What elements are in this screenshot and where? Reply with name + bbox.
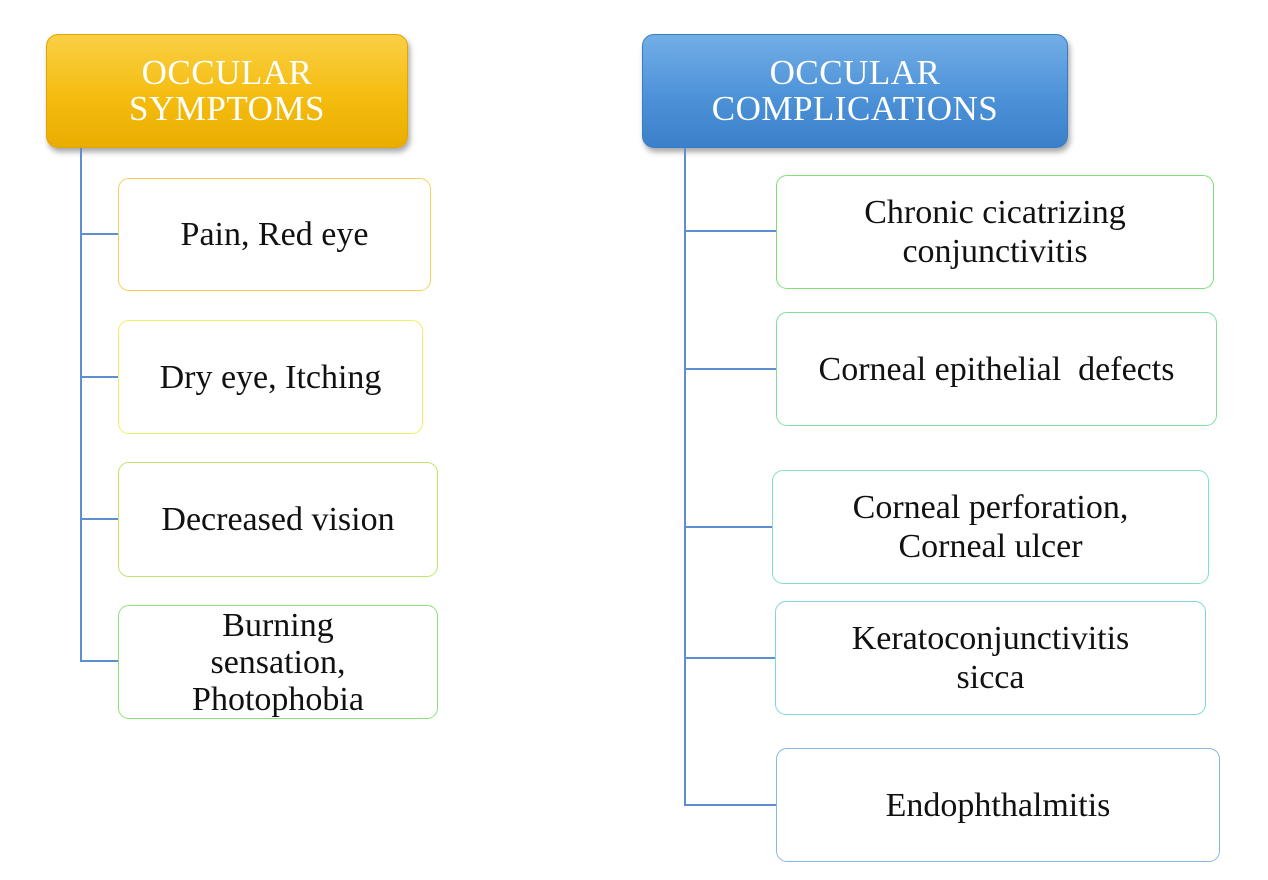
complication-box: Keratoconjunctivitis sicca xyxy=(775,601,1206,715)
complication-box: Corneal epithelial defects xyxy=(776,312,1217,426)
complication-label: Keratoconjunctivitis sicca xyxy=(851,620,1130,696)
symptom-box: Dry eye, Itching xyxy=(118,320,423,434)
symptom-label: Dry eye, Itching xyxy=(159,358,382,396)
complications-branch-line xyxy=(684,657,776,659)
complication-box: Endophthalmitis xyxy=(776,748,1220,862)
symptom-label: Burning sensation, Photophobia xyxy=(192,606,364,718)
complications-header: OCCULAR COMPLICATIONS xyxy=(642,34,1068,148)
complications-branch-line xyxy=(684,230,778,232)
complication-label: Corneal perforation, Corneal ulcer xyxy=(852,489,1129,565)
symptom-label: Pain, Red eye xyxy=(180,216,369,253)
symptoms-branch-line xyxy=(80,518,120,520)
symptoms-header: OCCULAR SYMPTOMS xyxy=(46,34,408,148)
symptom-box: Burning sensation, Photophobia xyxy=(118,605,438,719)
symptoms-branch-line xyxy=(80,233,120,235)
complication-box: Chronic cicatrizing conjunctivitis xyxy=(776,175,1214,289)
symptoms-branch-line xyxy=(80,376,120,378)
symptom-box: Pain, Red eye xyxy=(118,178,431,291)
symptoms-title: OCCULAR SYMPTOMS xyxy=(129,53,325,128)
complications-title: OCCULAR COMPLICATIONS xyxy=(711,53,999,128)
complication-label: Chronic cicatrizing conjunctivitis xyxy=(864,194,1126,270)
symptom-label: Decreased vision xyxy=(161,501,395,538)
symptom-box: Decreased vision xyxy=(118,462,438,577)
complication-label: Endophthalmitis xyxy=(885,786,1111,824)
complication-label: Corneal epithelial defects xyxy=(818,350,1175,388)
symptoms-trunk-line xyxy=(80,148,82,662)
complications-branch-line xyxy=(684,526,774,528)
complications-trunk-line xyxy=(684,148,686,806)
complications-branch-line xyxy=(684,804,778,806)
complication-box: Corneal perforation, Corneal ulcer xyxy=(772,470,1209,584)
complications-branch-line xyxy=(684,368,778,370)
symptoms-branch-line xyxy=(80,660,120,662)
